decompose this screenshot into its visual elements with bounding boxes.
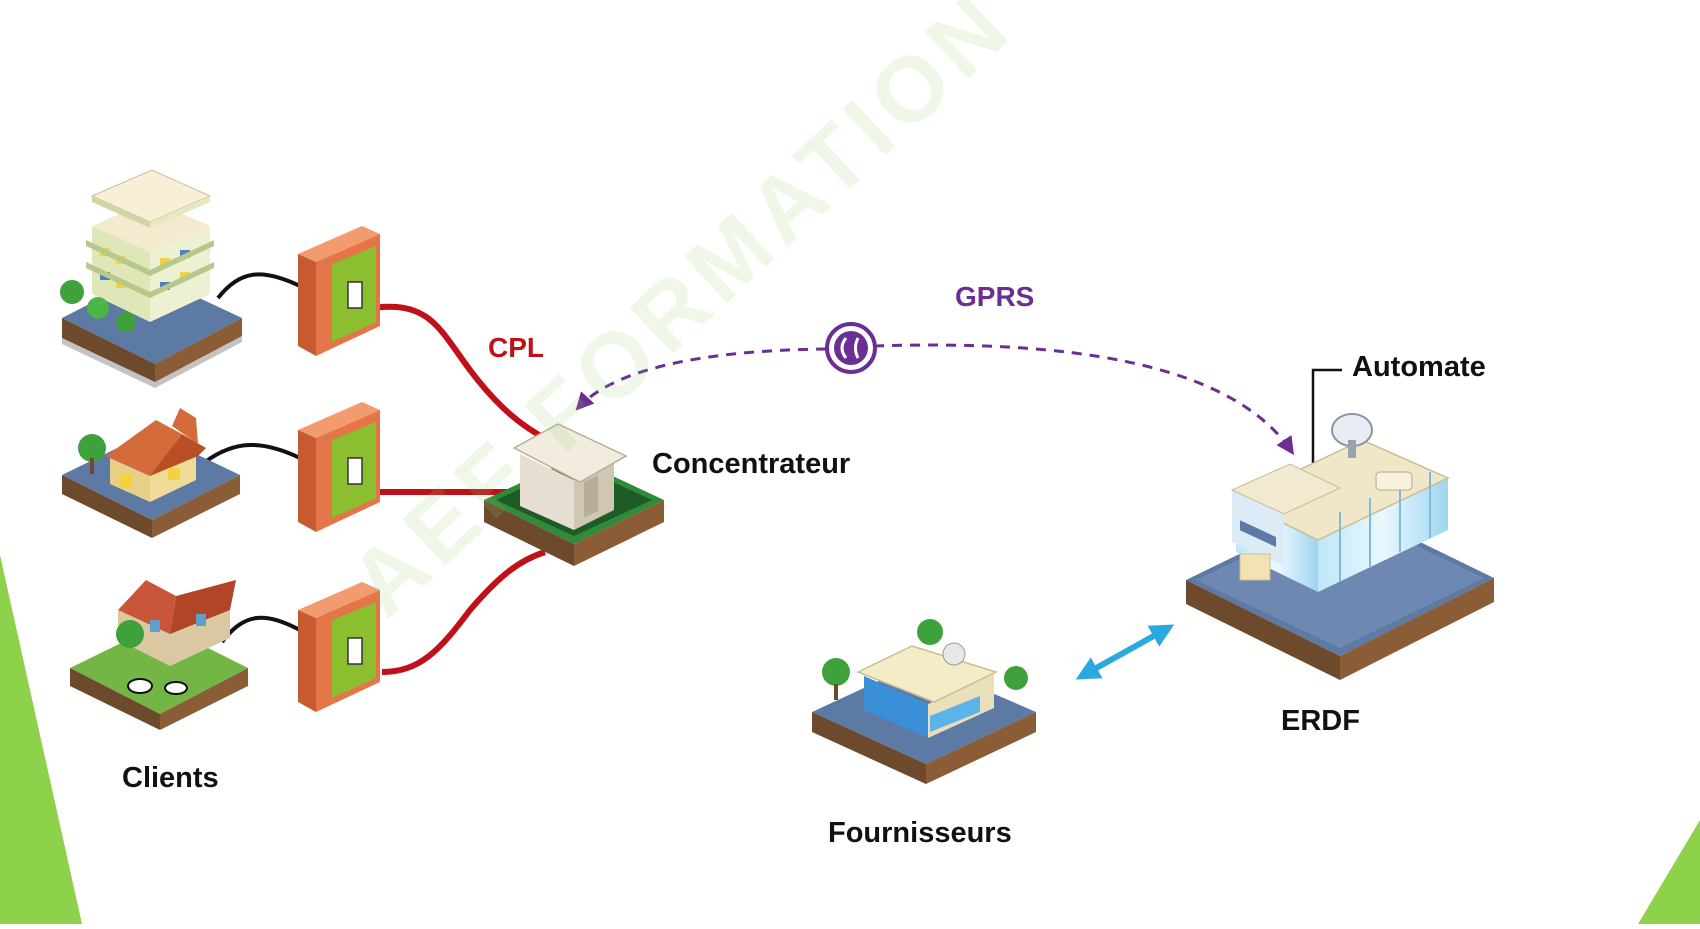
gprs-label: GPRS xyxy=(955,281,1035,312)
automate-pointer xyxy=(1306,368,1342,483)
farm-house-icon xyxy=(70,580,248,730)
concentrateur-label: Concentrateur xyxy=(652,448,851,480)
erdf-label: ERDF xyxy=(1281,705,1360,737)
fournisseurs-label: Fournisseurs xyxy=(828,817,1012,849)
electric-meter-icon xyxy=(298,582,380,712)
cpl-label: CPL xyxy=(488,332,544,363)
electric-meter-icon xyxy=(298,402,380,532)
concentrator-icon xyxy=(484,423,664,566)
antenna-icon xyxy=(825,322,877,374)
wire-client-2 xyxy=(203,442,301,464)
automate-label: Automate xyxy=(1352,351,1486,383)
clients-label: Clients xyxy=(122,762,219,794)
gprs-link xyxy=(575,347,827,411)
cpl-line-3 xyxy=(381,549,546,675)
wire-client-3 xyxy=(220,615,301,644)
apartment-building-icon xyxy=(60,169,242,388)
corner-decoration-right xyxy=(1638,820,1700,924)
supplier-erdf-arrow xyxy=(1075,624,1175,680)
corner-decoration-left xyxy=(0,555,82,924)
house-icon xyxy=(62,408,240,538)
gprs-link-right xyxy=(873,343,1295,455)
supplier-building-icon xyxy=(812,619,1036,784)
erdf-building-icon xyxy=(1186,413,1494,680)
wire-client-1 xyxy=(216,272,301,300)
cpl-line-1 xyxy=(371,303,550,443)
electric-meter-icon xyxy=(298,226,380,356)
